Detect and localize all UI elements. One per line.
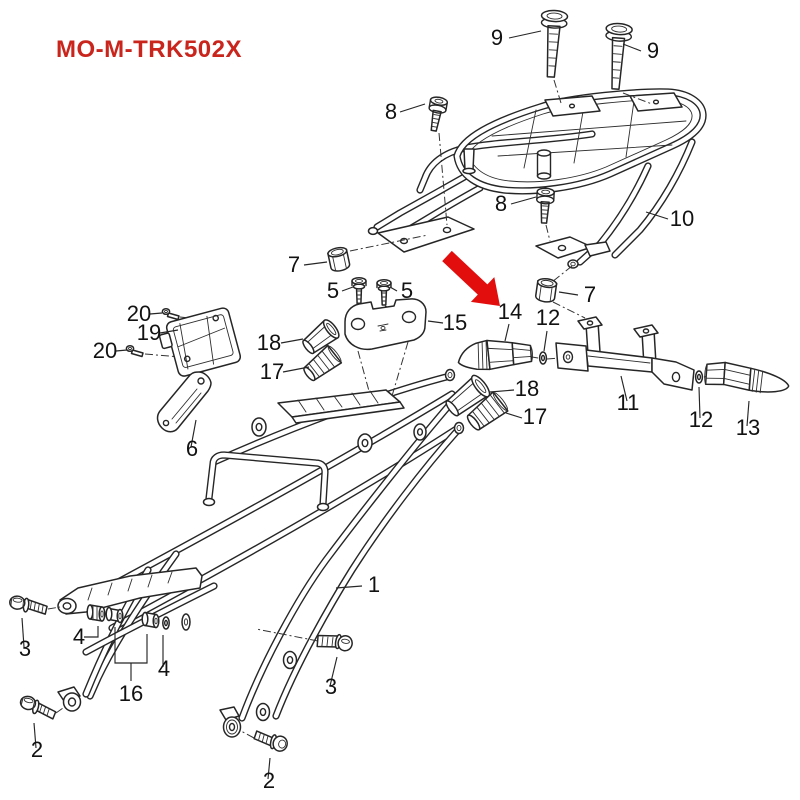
callout-label-8-bottom: 8 bbox=[495, 191, 507, 216]
callout-label-2-right: 2 bbox=[263, 768, 275, 793]
callout-label-19: 19 bbox=[137, 320, 161, 345]
end-cap-7-left bbox=[327, 246, 351, 272]
end-cap-7-right bbox=[535, 277, 558, 303]
washer-12-right bbox=[694, 370, 704, 384]
cover-part-19 bbox=[158, 307, 242, 377]
cover-screw-20-top bbox=[161, 307, 180, 321]
callout-leader-lines bbox=[21, 30, 750, 780]
rack-bolt-9-right bbox=[605, 22, 633, 90]
bushings-4-left bbox=[86, 604, 124, 624]
callout-label-14: 14 bbox=[498, 299, 522, 324]
callout-label-12-left: 12 bbox=[536, 305, 560, 330]
callout-label-8-top: 8 bbox=[385, 99, 397, 124]
callout-label-12-right: 12 bbox=[689, 407, 713, 432]
callout-label-1: 1 bbox=[368, 572, 380, 597]
callout-label-9-left: 9 bbox=[491, 25, 503, 50]
bolt-3-center bbox=[316, 633, 353, 652]
bracket-bolt-5-left bbox=[351, 277, 367, 307]
rubber-sleeve-18-left bbox=[302, 319, 340, 355]
rack-screw-8-top bbox=[428, 96, 449, 132]
strap-part-6 bbox=[156, 371, 212, 433]
callout-label-10: 10 bbox=[670, 206, 694, 231]
callout-label-15: 15 bbox=[443, 310, 467, 335]
callout-label-18-right: 18 bbox=[515, 376, 539, 401]
callout-label-4-left: 4 bbox=[73, 624, 85, 649]
carrier-bracket-11 bbox=[555, 316, 695, 391]
bushings-4-right bbox=[141, 611, 170, 630]
callout-label-17-left: 17 bbox=[260, 359, 284, 384]
callout-label-18-left: 18 bbox=[257, 330, 281, 355]
rubber-damper-17-right bbox=[466, 391, 509, 431]
rubber-sleeve-18-right bbox=[445, 374, 491, 417]
bracket-bolt-5-right bbox=[376, 279, 392, 306]
callout-label-13: 13 bbox=[736, 415, 760, 440]
callout-label-16: 16 bbox=[119, 681, 143, 706]
callout-label-3-front: 3 bbox=[19, 636, 31, 661]
red-arrow bbox=[442, 250, 500, 306]
callout-label-20-top: 20 bbox=[127, 301, 151, 326]
callout-label-9-right: 9 bbox=[647, 38, 659, 63]
callout-label-2-left: 2 bbox=[31, 737, 43, 762]
bolt-3-front bbox=[9, 595, 48, 615]
callout-label-17-right: 17 bbox=[523, 404, 547, 429]
rack-screw-8-bottom bbox=[536, 187, 555, 224]
mount-bracket-15 bbox=[344, 298, 427, 351]
callout-label-20-bottom: 20 bbox=[93, 338, 117, 363]
callout-label-5-left: 5 bbox=[327, 278, 339, 303]
luggage-rack-part-10 bbox=[367, 88, 707, 269]
callout-label-6: 6 bbox=[186, 436, 198, 461]
callout-label-7-left: 7 bbox=[288, 252, 300, 277]
bolt-2-right bbox=[253, 730, 288, 752]
callout-label-4-right: 4 bbox=[158, 656, 170, 681]
bolt-2-left bbox=[19, 695, 57, 720]
callout-label-7-right: 7 bbox=[584, 282, 596, 307]
cover-screw-20-bottom bbox=[125, 344, 144, 358]
callout-label-11: 11 bbox=[617, 390, 640, 415]
page-title: MO-M-TRK502X bbox=[56, 36, 243, 63]
rack-bolt-9-left bbox=[540, 9, 569, 78]
footpeg-part-14 bbox=[457, 339, 533, 371]
washer-12-left bbox=[538, 351, 548, 365]
footpeg-part-13 bbox=[704, 361, 790, 394]
callout-label-3-center: 3 bbox=[325, 674, 337, 699]
callout-labels: 9 9 8 8 10 7 7 5 5 15 14 12 11 12 13 18 … bbox=[19, 25, 760, 793]
callout-label-5-right: 5 bbox=[401, 278, 413, 303]
